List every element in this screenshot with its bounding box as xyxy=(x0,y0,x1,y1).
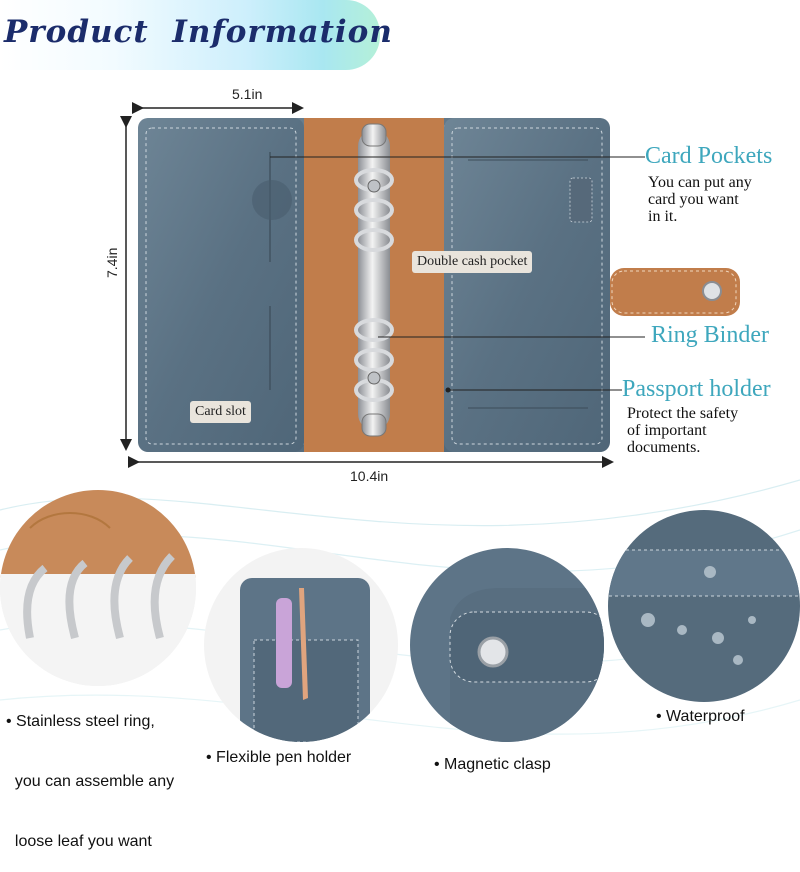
ring-caption-line: you can assemble any xyxy=(6,773,175,790)
passport-holder-desc: Protect the safety of important document… xyxy=(627,405,738,456)
passport-holder-desc-line: Protect the safety xyxy=(627,405,739,422)
pen-holder-caption: • Flexible pen holder xyxy=(206,749,352,766)
ring-binder-title: Ring Binder xyxy=(651,322,769,348)
card-pockets-desc-line: card you want xyxy=(648,191,739,208)
ring-closeup-image xyxy=(0,490,196,686)
card-pockets-title: Card Pockets xyxy=(645,143,773,169)
width-half-label: 5.1in xyxy=(232,86,263,102)
card-pockets-desc: You can put any card you want in it. xyxy=(648,174,752,225)
card-pockets-desc-line: You can put any xyxy=(648,174,752,191)
header-banner xyxy=(0,0,380,70)
double-cash-pocket-label: Double cash pocket xyxy=(412,251,533,273)
card-pockets-desc-line: in it. xyxy=(648,208,678,225)
pen-holder-image xyxy=(204,548,398,742)
waterproof-image xyxy=(608,510,800,702)
binder-wallet-image xyxy=(138,118,740,452)
ring-caption-line: • Stainless steel ring, xyxy=(6,713,155,730)
waterproof-caption: • Waterproof xyxy=(656,708,745,725)
magnetic-clasp-caption: • Magnetic clasp xyxy=(434,756,551,773)
ring-feature-caption: • Stainless steel ring, you can assemble… xyxy=(6,672,174,872)
ring-caption-line: loose leaf you want xyxy=(6,833,152,850)
width-full-label: 10.4in xyxy=(350,468,389,484)
passport-holder-desc-line: documents. xyxy=(627,439,701,456)
passport-holder-desc-line: of important xyxy=(627,422,707,439)
dimension-lines xyxy=(120,102,614,468)
magnetic-clasp-image xyxy=(410,548,604,742)
passport-holder-title: Passport holder xyxy=(622,376,771,402)
banner-title: Product Information xyxy=(4,14,393,50)
card-slot-label: Card slot xyxy=(190,401,251,423)
